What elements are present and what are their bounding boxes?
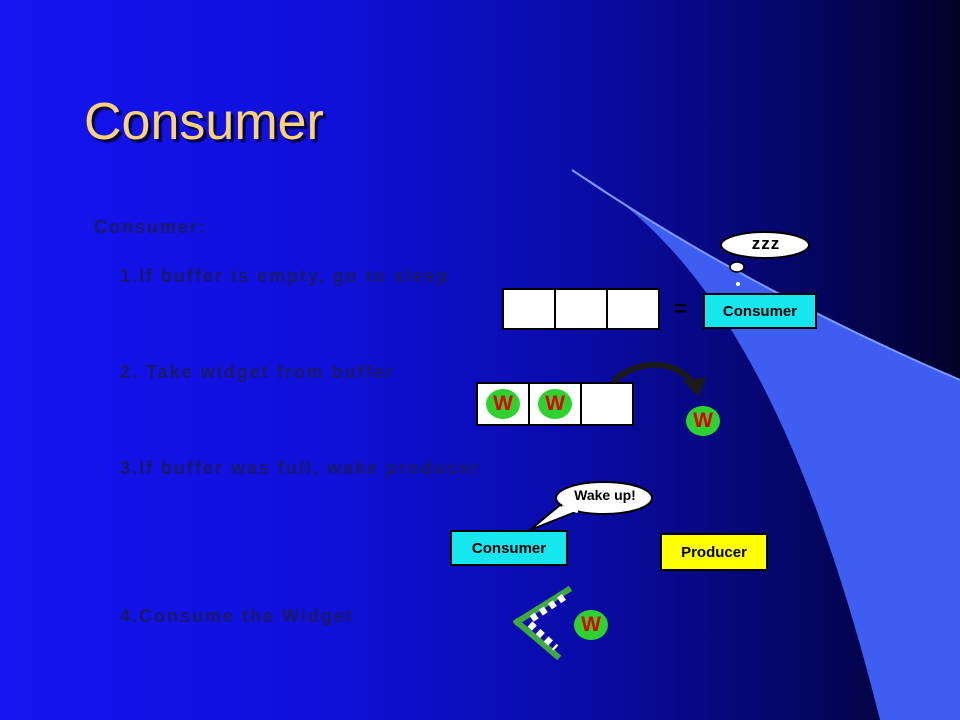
taken-widget-icon: W — [686, 406, 720, 436]
slide-title: Consumer — [84, 93, 324, 151]
consumed-widget-icon: W — [574, 610, 608, 640]
buffer-slot: W — [478, 384, 528, 424]
step-1-text: 1.If buffer is empty, go to sleep — [120, 266, 450, 286]
widget-icon: W — [538, 389, 572, 419]
consumer-heading: Consumer: — [94, 217, 208, 237]
empty-buffer — [502, 288, 660, 330]
buffer-slot — [608, 290, 658, 328]
move-arrow-icon — [612, 361, 697, 387]
buffer-slot — [556, 290, 606, 328]
sleep-bubble — [720, 231, 810, 259]
buffer-slot: W — [530, 384, 580, 424]
buffer-slot — [504, 290, 554, 328]
wake-bubble — [555, 481, 653, 515]
sweep-shape — [572, 170, 960, 720]
step-3-text: 3.If buffer was full, wake producer — [120, 458, 481, 478]
thought-dot-large — [729, 261, 745, 273]
buffer-slot — [582, 384, 632, 424]
wake-bubble-text: Wake up! — [574, 487, 636, 503]
widget-buffer: W W — [476, 382, 634, 426]
sleeping-consumer-box: Consumer — [703, 293, 817, 329]
producer-box: Producer — [660, 533, 768, 571]
step-2-text: 2. Take widget from buffer — [120, 362, 395, 382]
consumer-box: Consumer — [450, 530, 568, 566]
sweep-edge — [571, 169, 960, 381]
step-4-text: 4.Consume the Widget — [120, 606, 354, 626]
equals-sign: = — [674, 296, 687, 321]
sleep-bubble-text: zzz — [751, 234, 781, 253]
thought-dot-small — [736, 282, 740, 286]
widget-icon: W — [486, 389, 520, 419]
chomping-mouth-icon — [512, 585, 573, 661]
move-arrow-head — [683, 377, 706, 397]
